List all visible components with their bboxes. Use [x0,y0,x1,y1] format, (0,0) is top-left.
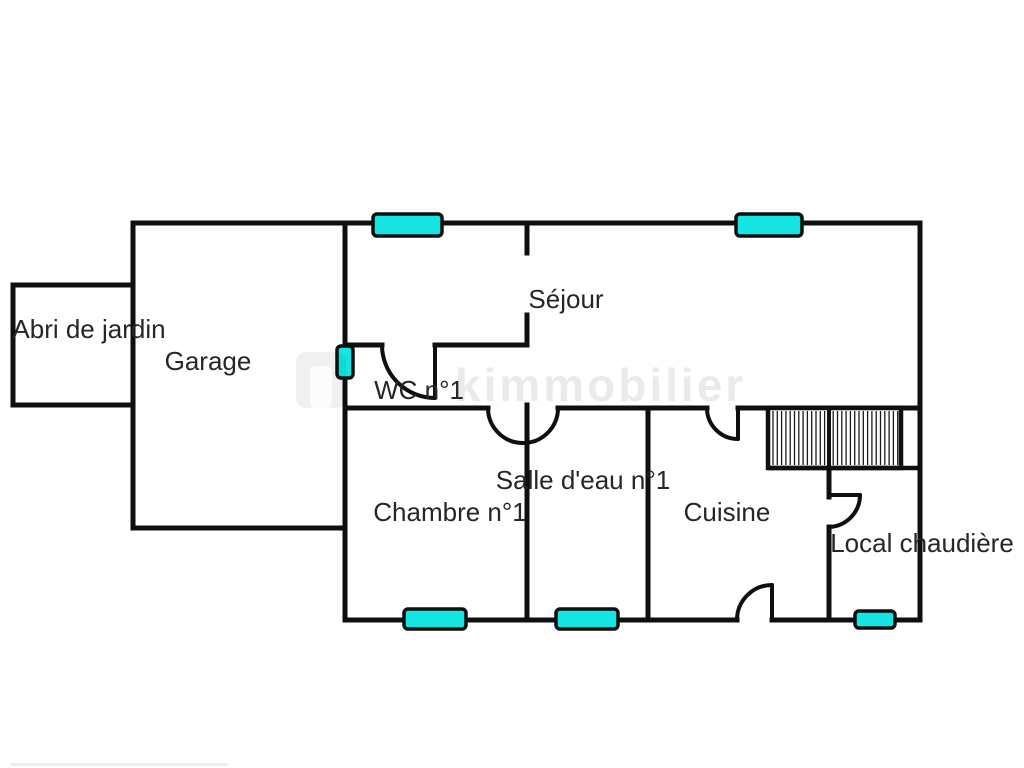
room-label-abri-de-jardin: Abri de jardin [12,314,165,344]
window-sejour-top [734,212,804,238]
door-cuisine-bottom-arc [735,583,774,622]
window-salle-eau-bottom [554,607,620,631]
door-wc-arc [380,343,437,400]
door-local-chaudiere [827,493,862,529]
door-wc [380,343,437,400]
stairs [765,405,920,471]
window-chambre-bottom [402,607,468,631]
door-chambre-salle-eau [486,406,560,445]
window-chaudiere-bottom [853,609,897,630]
image-edge-artifact [10,763,228,766]
room-label-salle-eau-1: Salle d'eau n°1 [496,465,670,495]
watermark-text: kimmobilier [455,359,746,411]
door-cuisine-sejour [705,406,740,441]
door-chaudiere-arc [827,493,862,529]
room-label-wc-1: WC n°1 [374,375,464,405]
window-entry-top [371,212,444,238]
room-label-chambre-1: Chambre n°1 [373,497,526,527]
watermark: kimmobilier [296,352,746,411]
stairs-hatch [772,411,899,465]
room-label-local-chaudiere: Local chaudière [830,528,1014,558]
walls [10,220,923,623]
windows [335,212,897,631]
door-cuisine-exterior [735,583,774,622]
room-label-garage: Garage [165,346,252,376]
room-labels: Abri de jardin Garage Séjour WC n°1 Cham… [12,284,1013,558]
doors [380,343,862,622]
watermark-logo-notch [310,366,332,408]
room-label-cuisine: Cuisine [684,497,771,527]
window-wc-side [335,344,355,380]
door-chambre-arc [486,406,560,445]
wall-shed [10,282,136,408]
door-cuisine-top-arc [705,406,740,441]
room-label-sejour: Séjour [528,284,603,314]
